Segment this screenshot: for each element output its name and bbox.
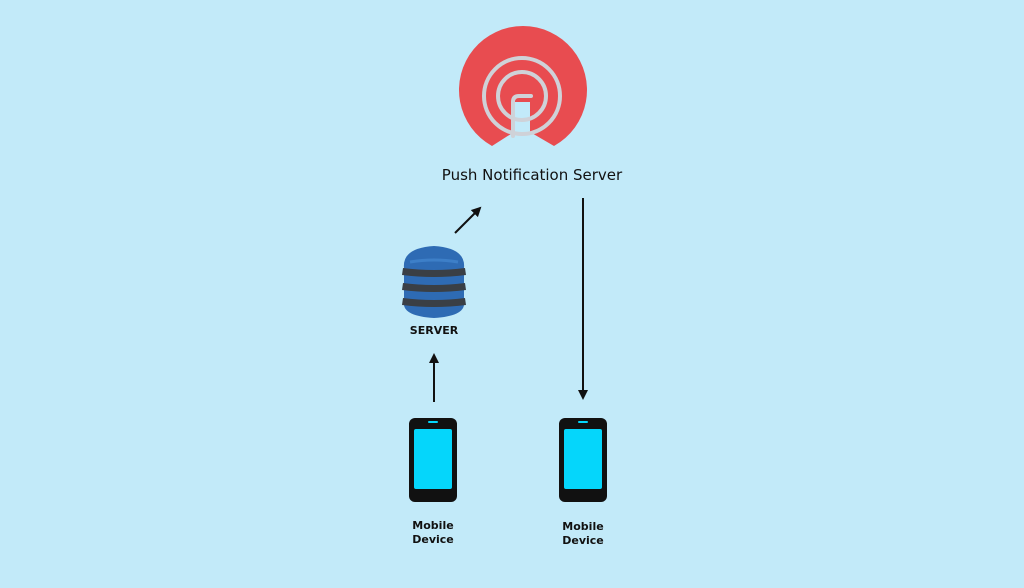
device-label-line1: Mobile: [412, 519, 454, 532]
device-label-right: Mobile Device: [543, 520, 623, 548]
database-server-icon: [402, 246, 466, 318]
device-label-line1: Mobile: [562, 520, 604, 533]
onesignal-logo-icon: [459, 26, 587, 146]
device-label-line2: Device: [562, 534, 604, 547]
server-label: SERVER: [409, 324, 459, 337]
smartphone-icon: [409, 418, 457, 502]
arrow-server-to-push: [454, 206, 482, 234]
device-label-left: Mobile Device: [393, 519, 473, 547]
device-label-line2: Device: [412, 533, 454, 546]
smartphone-icon: [559, 418, 607, 502]
push-server-title: Push Notification Server: [441, 166, 623, 184]
